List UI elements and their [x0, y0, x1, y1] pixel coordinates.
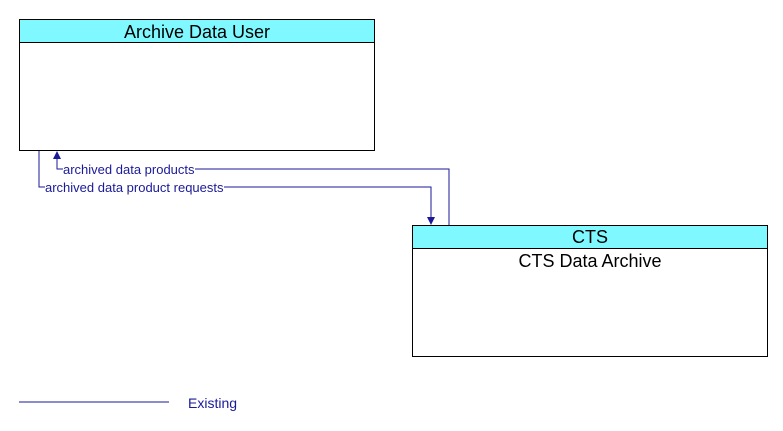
archive-data-user-title: Archive Data User: [123, 22, 271, 42]
cts-data-archive-title: CTS Data Archive: [518, 251, 662, 271]
archive-data-user-box[interactable]: Archive Data User: [19, 19, 375, 151]
requests-flow-label[interactable]: archived data product requests: [45, 180, 224, 195]
cts-data-archive-box[interactable]: CTS CTS Data Archive: [412, 225, 768, 357]
cts-data-archive-header: CTS: [413, 226, 767, 249]
archive-data-user-header: [20, 20, 374, 43]
legend-existing-label: Existing: [188, 395, 238, 411]
products-flow-label[interactable]: archived data products: [63, 162, 195, 177]
requests-arrow-icon: [427, 217, 435, 225]
products-arrow-icon: [53, 151, 61, 159]
